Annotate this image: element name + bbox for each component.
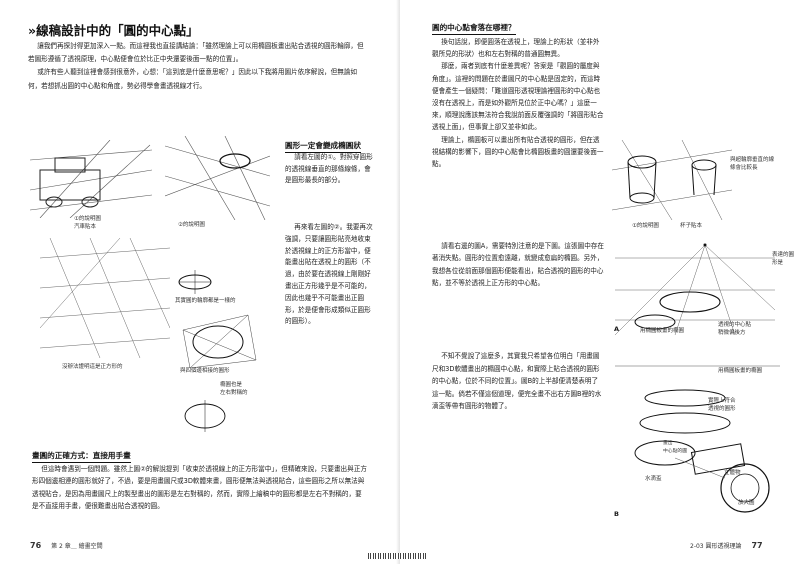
figure-a <box>615 240 775 335</box>
caption-r5: 透視的中心點 稍微偏後方 <box>718 322 752 336</box>
right-page: 圓的中心點會落在哪裡？ 換句話說，即便圓落在透視上，理論上的形狀（並非外觀所見的… <box>400 0 799 564</box>
sidebar-heading: 圓形一定會變成橢圓狀 <box>285 140 361 153</box>
symmetric-ellipse-figure <box>180 398 230 434</box>
right-text-middle: 請看右邊的圖A，需要特別注意的是下圖。這張圖中存在著消失點。圓形的位置愈遠離，就… <box>432 240 604 290</box>
cup-sketch-figure <box>612 140 732 220</box>
caption-r3: 杯子貼本 <box>680 223 703 229</box>
figure-a-label: A <box>614 325 620 333</box>
tangent-circle-figure <box>178 310 258 370</box>
sidebar-text-1: 請看左圖的①。對照穿圓形的透視線垂直的那條線條，會是圓形最長的部分。 <box>285 153 373 184</box>
caption-fig6: 橢圓也是 左右對稱的 <box>220 382 248 396</box>
caption-r4: 用橢圓板畫的橢圓 <box>640 328 685 334</box>
caption-fig4: 沒辦法證明這是正方形的 <box>62 364 123 370</box>
right-paragraph-5: 不知不覺說了這麼多，其實我只希望各位明白「用畫圖尺和3D軟體畫出的橢圓中心點，和… <box>432 352 602 411</box>
caption-fig1: ①的說明圖 汽車貼本 <box>74 216 101 230</box>
caption-r6: 表達的圓 形是 <box>772 252 795 266</box>
left-page: »線稿設計中的「圓的中心點」 讓我們再探討得更加深入一點。而這裡我也直接講結論：… <box>0 0 399 564</box>
caption-r10: 水滴盃 <box>645 476 662 482</box>
page-title: »線稿設計中的「圓的中心點」 <box>28 23 199 38</box>
sidebar-text-2: 再來看左圖的②。我要再次強調，只要讓圓形貼亮地收束於透視線上的正方形當中，便能畫… <box>285 223 373 326</box>
intro-paragraph-2: 或許有些人聽到這裡會感到很意外，心想：「這到底是什麼意思呢？」因此以下我將用圖片… <box>28 68 358 90</box>
caption-fig5: 與四個邊相接的圓形 <box>180 368 230 374</box>
caption-r12: 放大圖 <box>738 500 755 506</box>
caption-r7: 用橢圓板畫的橢圓 <box>718 368 763 374</box>
bottom-text: 但這時會遇到一個問題。雖然上圖②的解說提到「收束於透視線上的正方形當中」，但精確… <box>32 465 367 511</box>
intro-paragraph-1: 讓我們再探討得更加深入一點。而這裡我也直接講結論：「雖然理論上可以用橢圓板畫出貼… <box>28 42 364 64</box>
caption-r11: 立體物 <box>724 470 741 476</box>
right-paragraph-2: 那麼，兩者到底有什麼差異呢？答案是「觀圓的屬度與角度」。這裡的問題在於畫圖尺的中… <box>432 62 604 132</box>
chapter-label-left: 第 2 章＿ 繪畫空間 <box>51 543 103 550</box>
figure-b <box>615 358 780 518</box>
right-text-bottom: 不知不覺說了這麼多，其實我只希望各位明白「用畫圖尺和3D軟體畫出的橢圓中心點，和… <box>432 350 604 413</box>
caption-r8: 實際上符合 透視的圓形 <box>708 398 736 412</box>
intro-text: 讓我們再探討得更加深入一點。而這裡我也直接講結論：「雖然理論上可以用橢圓板畫出貼… <box>28 40 368 93</box>
bottom-heading: 畫圓的正確方式：直接用手畫 <box>32 450 131 463</box>
figure-b-label: B <box>614 510 619 518</box>
car-sketch-figure <box>30 140 152 218</box>
caption-r1: 與超輪廓垂直的線 條會比較長 <box>730 157 775 171</box>
page-number-right: 77 <box>751 541 763 550</box>
right-paragraph-1: 換句話說，即便圓落在透視上，理論上的形狀（並非外觀所見的形狀）也和左右對稱的普通… <box>432 38 600 59</box>
grid-figure-large <box>40 238 170 358</box>
caption-fig3: 其實圓的輪廓都是一樣的 <box>175 298 236 304</box>
right-paragraph-3: 理論上，橢圓板可以畫出所有貼合透視的圓形，但在透視結構的影響下，圓的中心點會比橢… <box>432 135 604 169</box>
chapter-label-right: 2-03 圓形透視理論 <box>690 543 742 550</box>
small-ellipse-figure <box>175 268 215 296</box>
caption-fig2: ②的說明圖 <box>178 222 205 228</box>
caption-r9: 畫出 中心點的圓 <box>663 441 687 454</box>
right-paragraph-4: 請看右邊的圖A，需要特別注意的是下圖。這張圖中存在著消失點。圓形的位置愈遠離，就… <box>432 242 604 288</box>
perspective-grid-figure <box>165 136 270 220</box>
right-text-top: 換句話說，即便圓落在透視上，理論上的形狀（並非外觀所見的形狀）也和左右對稱的普通… <box>432 36 604 170</box>
left-footer: 76 第 2 章＿ 繪畫空間 <box>30 541 103 550</box>
caption-r2: ①的說明圖 <box>632 223 659 229</box>
print-mark <box>368 553 428 559</box>
right-heading: 圓的中心點會落在哪裡？ <box>432 22 516 35</box>
right-footer: 2-03 圓形透視理論 77 <box>690 541 763 550</box>
page-number-left: 76 <box>30 541 42 550</box>
